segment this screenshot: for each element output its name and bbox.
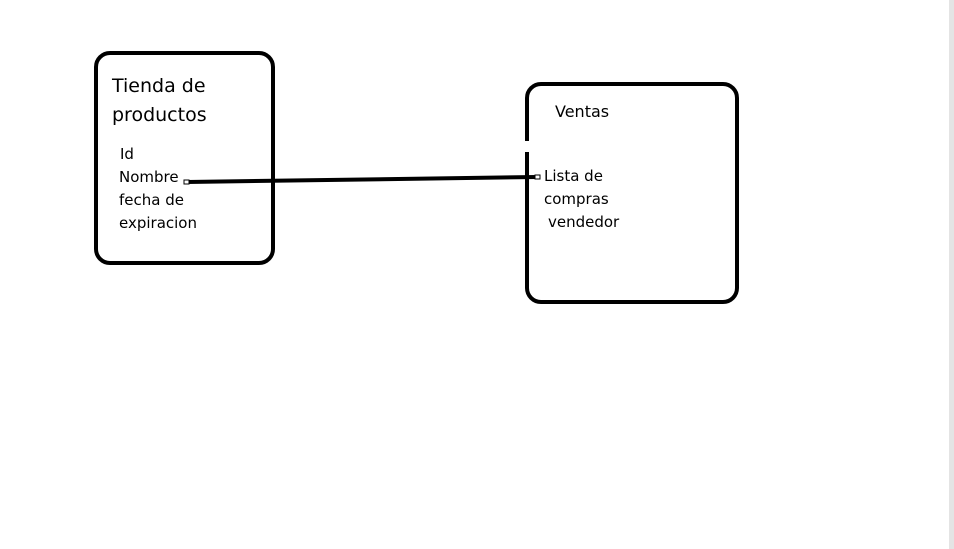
- entity-title-ventas: Ventas: [555, 102, 610, 121]
- attribute-fecha-de: fecha de: [119, 191, 184, 209]
- attribute-id: Id: [120, 145, 134, 163]
- attribute-compras: compras: [544, 190, 609, 208]
- entity-title-tienda-line-2: productos: [112, 104, 207, 126]
- entity-title-tienda-line-1: Tienda de: [112, 75, 206, 97]
- attribute-lista-de: Lista de: [544, 167, 603, 185]
- box-border-gap: [524, 141, 530, 152]
- attribute-nombre: Nombre: [119, 168, 179, 186]
- window-edge: [949, 0, 954, 549]
- attribute-expiracion: expiracion: [119, 214, 197, 232]
- entity-box-ventas: [525, 82, 739, 304]
- entity-box-tienda-de-productos: [94, 51, 275, 265]
- attribute-vendedor: vendedor: [548, 213, 620, 231]
